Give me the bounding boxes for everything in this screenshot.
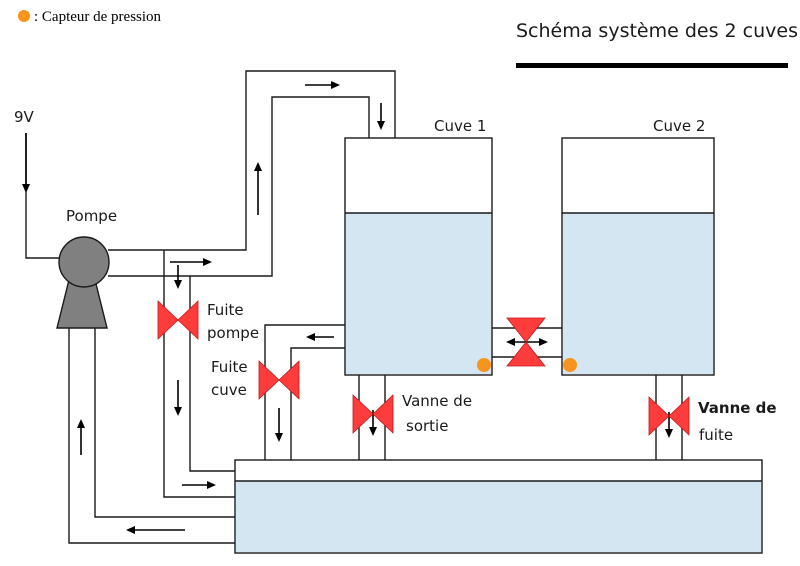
valve-tank-leak-label-line2: cuve <box>211 381 247 399</box>
flow-arrow-left-return <box>126 526 185 534</box>
tank-1-label: Cuve 1 <box>434 117 486 135</box>
tank-2 <box>561 137 715 376</box>
legend-label: : Capteur de pression <box>34 9 162 25</box>
flow-arrow-down-into-tank <box>377 103 385 130</box>
flow-arrow-down-pump-branch <box>174 265 182 289</box>
voltage-label: 9V <box>14 108 35 126</box>
title-underline <box>516 63 788 68</box>
flow-arrow-down-tank2-leak <box>665 412 673 438</box>
diagram-title: Schéma système des 2 cuves <box>516 20 798 42</box>
flow-arrow-right-top <box>305 81 340 89</box>
valve-outlet[interactable] <box>352 394 394 434</box>
tank-1 <box>344 137 493 376</box>
pump <box>56 236 110 329</box>
valve-tank-leak-label-line1: Fuite <box>211 358 248 376</box>
valve-tank-leak[interactable] <box>258 360 300 400</box>
flow-arrow-up-return <box>77 419 85 455</box>
flow-arrow-right-into-reservoir <box>182 481 216 489</box>
valve-tank2-leak[interactable] <box>648 396 690 436</box>
flow-arrow-up-supply <box>254 162 262 215</box>
pump-label: Pompe <box>66 207 117 225</box>
flow-arrow-right-pump-outlet <box>170 258 212 266</box>
valve-outlet-label-line2: sortie <box>406 417 448 435</box>
flow-arrow-down-outlet <box>369 410 377 436</box>
valve-between-tanks[interactable] <box>506 317 546 367</box>
legend-sensor-dot <box>18 10 30 22</box>
flow-arrow-bidirectional-between-tanks <box>506 338 548 346</box>
tank-2-label: Cuve 2 <box>653 117 705 135</box>
reservoir <box>234 459 763 554</box>
valve-pump-leak-label-line2: pompe <box>207 324 259 342</box>
pressure-sensor-tank-2 <box>563 358 577 372</box>
valve-leak-label-line2: fuite <box>699 426 733 444</box>
valve-pump-leak-label-line1: Fuite <box>207 301 244 319</box>
valve-leak-label-line1: Vanne de <box>698 399 777 417</box>
flow-arrows <box>22 81 673 534</box>
pressure-sensor-tank-1 <box>477 358 491 372</box>
flow-arrow-down-tank-leak <box>275 408 283 442</box>
valve-outlet-label-line1: Vanne de <box>402 392 472 410</box>
flow-arrow-down-9v <box>22 133 30 193</box>
flow-arrow-down-pump-leak <box>174 380 182 416</box>
valve-pump-leak[interactable] <box>157 300 199 340</box>
flow-arrow-left-tank-leak <box>306 333 334 341</box>
